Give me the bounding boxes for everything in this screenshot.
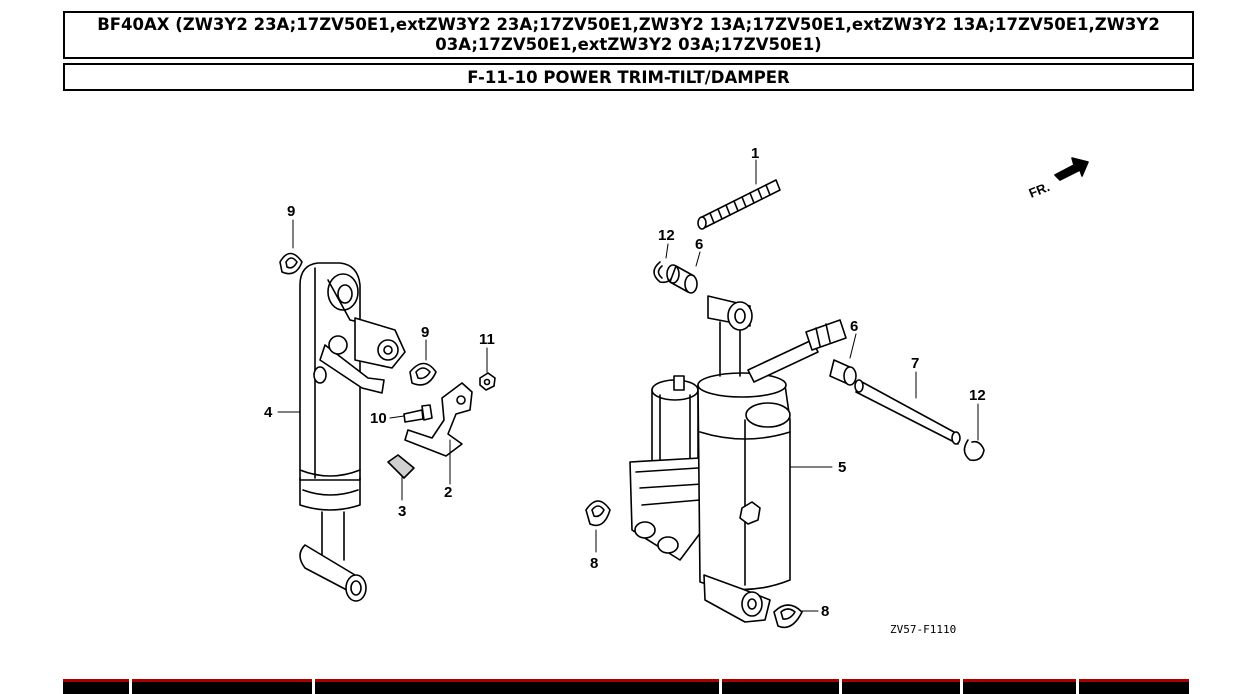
table-header-cell	[963, 679, 1076, 694]
section-title: F-11-10 POWER TRIM-TILT/DAMPER	[63, 63, 1194, 91]
table-header-cell	[1079, 679, 1189, 694]
fr-label: FR.	[1027, 179, 1052, 201]
washer-9-mid	[409, 362, 437, 386]
callout-3: 3	[398, 503, 406, 520]
callout-1: 1	[751, 145, 759, 162]
callout-9-top: 9	[287, 203, 295, 220]
callout-12-right: 12	[969, 387, 986, 404]
spring-1	[697, 179, 781, 230]
trim-tilt-unit	[629, 295, 791, 623]
damper-drawing	[299, 262, 406, 602]
bracket-2	[404, 382, 473, 457]
callout-2: 2	[444, 484, 452, 501]
table-header-cell	[132, 679, 312, 694]
parts-diagram: 1 2 3 4 5 6 6 7 8 8 9 9 10 11 12 12 FR. …	[0, 95, 1260, 675]
callout-4: 4	[264, 404, 273, 421]
table-header-cell	[63, 679, 129, 694]
nut-11	[479, 372, 496, 391]
callout-9-mid: 9	[421, 324, 429, 341]
piston-rod	[747, 319, 847, 383]
callout-8-left: 8	[590, 555, 598, 572]
table-header-cell	[315, 679, 719, 694]
table-header-cell	[722, 679, 839, 694]
bushing-6-top	[666, 264, 698, 294]
bolt-10	[403, 404, 433, 423]
callout-10: 10	[370, 410, 387, 427]
drawing-code: ZV57-F1110	[890, 623, 956, 636]
table-header-cell	[842, 679, 960, 694]
parts-table-header	[63, 679, 1194, 694]
washer-8-bottom	[773, 604, 803, 629]
washer-9-top	[279, 252, 303, 275]
front-direction-arrow	[1054, 157, 1089, 181]
bushing-6-right	[829, 359, 857, 386]
washer-8-left	[585, 500, 611, 527]
model-title: BF40AX (ZW3Y2 23A;17ZV50E1,extZW3Y2 23A;…	[63, 11, 1194, 59]
pin-7	[854, 379, 961, 445]
callout-8-bottom: 8	[821, 603, 829, 620]
callout-11: 11	[479, 331, 495, 348]
callout-12-top: 12	[658, 227, 675, 244]
callout-7: 7	[911, 355, 919, 372]
callout-6-right: 6	[850, 318, 858, 335]
callout-5: 5	[838, 459, 846, 476]
callout-6-top: 6	[695, 236, 703, 253]
clip-3	[387, 454, 415, 479]
circlip-12-right	[963, 439, 985, 462]
